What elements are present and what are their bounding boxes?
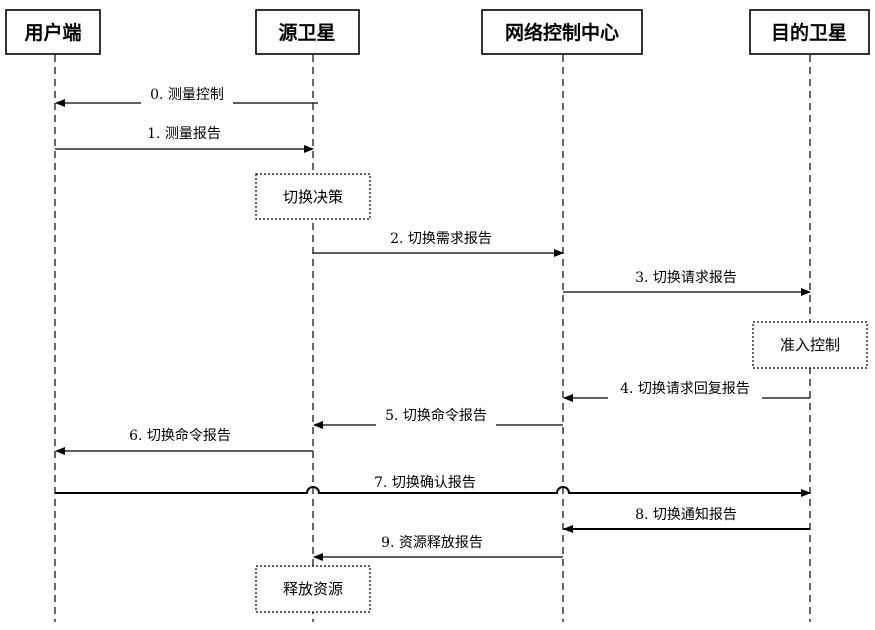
message-6: 6. 切换命令报告 xyxy=(56,427,313,451)
message-7-label: 7. 切换确认报告 xyxy=(374,474,476,491)
message-0-label: 0. 测量控制 xyxy=(150,87,224,103)
message-3-label: 3. 切换请求报告 xyxy=(635,269,737,286)
message-5-label: 5. 切换命令报告 xyxy=(385,407,487,424)
note-decision-label: 切换决策 xyxy=(283,188,343,206)
actor-src-label: 源卫星 xyxy=(278,21,335,44)
actor-user: 用户端 xyxy=(6,10,100,54)
message-6-label: 6. 切换命令报告 xyxy=(129,427,231,444)
message-4: 4. 切换请求回复报告 xyxy=(564,378,810,400)
message-1: 1. 测量报告 xyxy=(55,126,313,149)
message-2-label: 2. 切换需求报告 xyxy=(390,230,492,247)
message-5: 5. 切换命令报告 xyxy=(314,405,563,427)
actor-dst-label: 目的卫星 xyxy=(771,21,847,44)
message-9-label: 9. 资源释放报告 xyxy=(381,535,483,551)
note-decision: 切换决策 xyxy=(256,174,370,219)
actor-user-label: 用户端 xyxy=(24,21,81,44)
actor-src: 源卫星 xyxy=(256,10,359,54)
message-7: 7. 切换确认报告 xyxy=(55,472,810,493)
message-4-label: 4. 切换请求回复报告 xyxy=(620,380,750,397)
note-release: 释放资源 xyxy=(256,566,370,612)
note-release-label: 释放资源 xyxy=(283,580,343,598)
actor-ncc-label: 网络控制中心 xyxy=(505,21,619,44)
message-3: 3. 切换请求报告 xyxy=(563,269,810,292)
note-admission: 准入控制 xyxy=(753,322,867,368)
message-8: 8. 切换通知报告 xyxy=(564,506,810,529)
message-2: 2. 切换需求报告 xyxy=(313,230,563,253)
message-0: 0. 测量控制 xyxy=(56,85,318,105)
actor-dst: 目的卫星 xyxy=(750,10,869,54)
actor-ncc: 网络控制中心 xyxy=(482,10,642,54)
message-9: 9. 资源释放报告 xyxy=(314,535,563,557)
note-admission-label: 准入控制 xyxy=(780,336,840,354)
message-1-label: 1. 测量报告 xyxy=(147,126,221,142)
message-8-label: 8. 切换通知报告 xyxy=(635,506,737,523)
